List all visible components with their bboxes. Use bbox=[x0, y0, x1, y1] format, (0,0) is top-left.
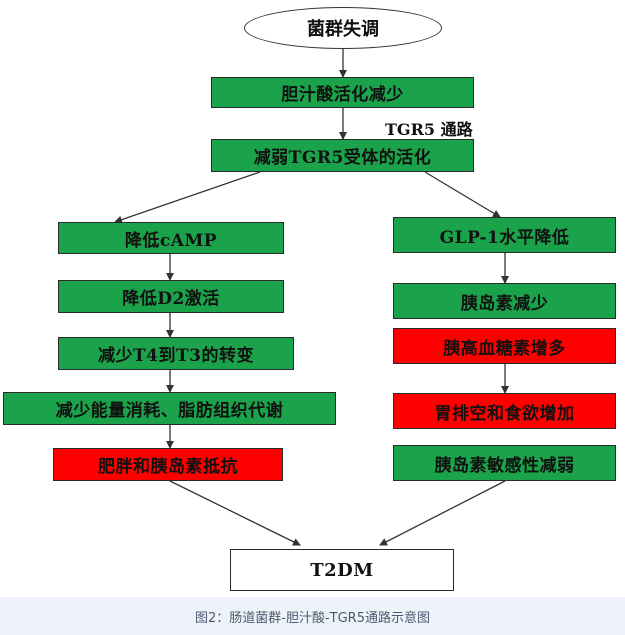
right-box-3-label: 胰高血糖素增多 bbox=[443, 338, 566, 359]
bottom-box: T2DM bbox=[230, 549, 454, 591]
left-box-2: 降低D2激活 bbox=[58, 280, 284, 313]
step1-label: 胆汁酸活化减少 bbox=[281, 85, 404, 105]
pathway-label: TGR5 通路 bbox=[385, 120, 473, 139]
figure-caption: 图2：肠道菌群-胆汁酸-TGR5通路示意图 bbox=[195, 610, 430, 626]
right-box-1: GLP-1水平降低 bbox=[393, 217, 616, 253]
caption-bar: 图2：肠道菌群-胆汁酸-TGR5通路示意图 bbox=[0, 597, 625, 635]
left-box-3-label: 减少T4到T3的转变 bbox=[98, 346, 254, 366]
left-box-5-label: 肥胖和胰岛素抵抗 bbox=[98, 457, 238, 477]
top-node-label: 菌群失调 bbox=[307, 19, 379, 40]
left-box-4: 减少能量消耗、脂肪组织代谢 bbox=[3, 392, 336, 425]
arrow-layer bbox=[114, 49, 509, 546]
step2-label: 减弱TGR5受体的活化 bbox=[253, 148, 432, 168]
left-box-1-label: 降低cAMP bbox=[124, 230, 218, 251]
pathway-diagram: 菌群失调 胆汁酸活化减少 TGR5 通路 减弱TGR5受体的活化 降低cAMP … bbox=[3, 7, 616, 591]
arrow-l5-to-bottom bbox=[169, 480, 301, 546]
step1-box: 胆汁酸活化减少 bbox=[211, 77, 474, 108]
right-box-5-label: 胰岛素敏感性减弱 bbox=[434, 455, 575, 476]
left-box-3: 减少T4到T3的转变 bbox=[58, 337, 294, 370]
arrow-step2-to-left bbox=[114, 171, 261, 224]
bottom-box-label: T2DM bbox=[310, 559, 374, 581]
right-box-4-label: 胃排空和食欲增加 bbox=[434, 403, 575, 424]
right-box-5: 胰岛素敏感性减弱 bbox=[393, 445, 616, 481]
top-ellipse-node: 菌群失调 bbox=[244, 7, 442, 49]
right-box-2-label: 胰岛素减少 bbox=[460, 293, 549, 314]
left-box-5: 肥胖和胰岛素抵抗 bbox=[53, 448, 283, 481]
arrow-r5-to-bottom bbox=[379, 480, 506, 546]
step2-box: 减弱TGR5受体的活化 bbox=[211, 139, 474, 172]
right-box-2: 胰岛素减少 bbox=[393, 283, 616, 319]
left-box-1: 降低cAMP bbox=[58, 222, 284, 254]
right-box-3: 胰高血糖素增多 bbox=[393, 328, 616, 364]
left-box-2-label: 降低D2激活 bbox=[122, 289, 220, 309]
left-box-4-label: 减少能量消耗、脂肪组织代谢 bbox=[55, 401, 284, 421]
right-box-4: 胃排空和食欲增加 bbox=[393, 393, 616, 429]
right-box-1-label: GLP-1水平降低 bbox=[439, 227, 570, 248]
arrow-step2-to-right bbox=[424, 171, 501, 218]
